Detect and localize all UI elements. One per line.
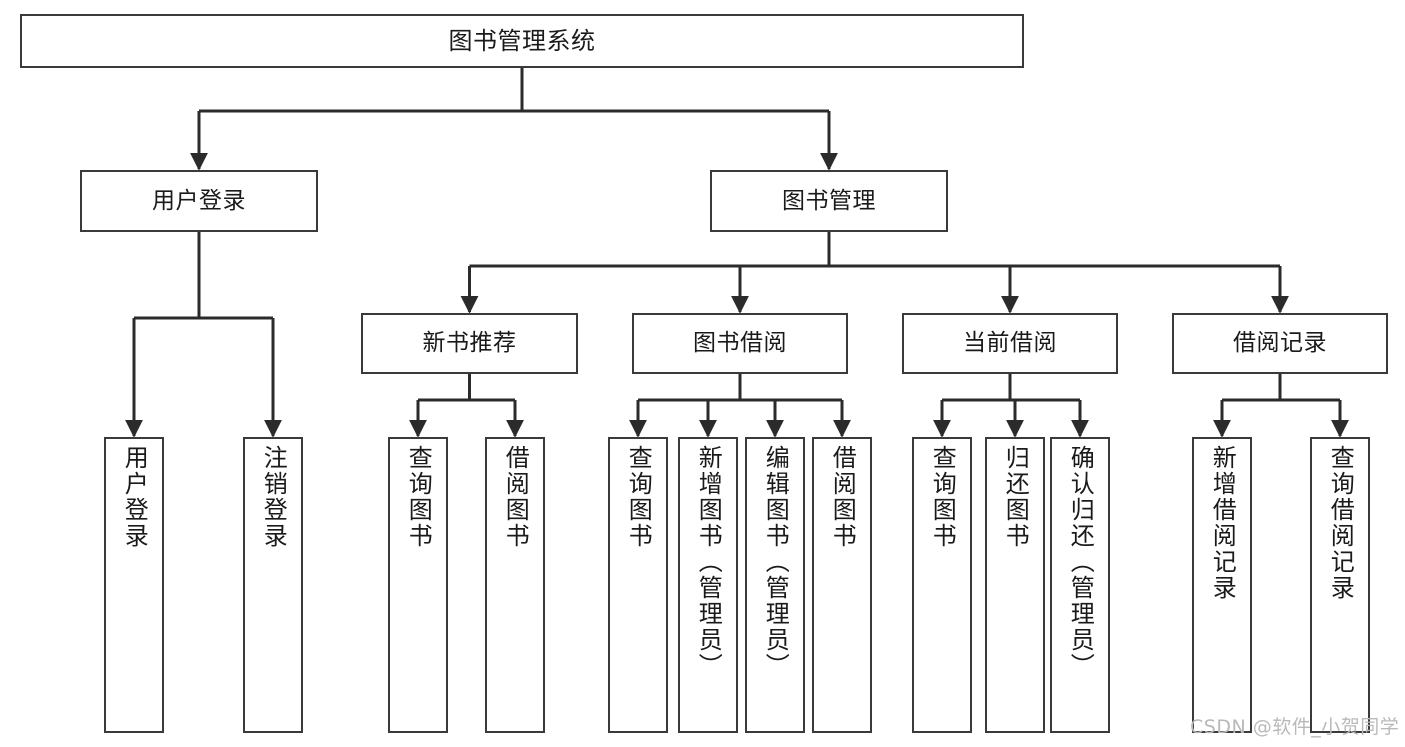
node-leaf-cb-return-book-label: 归还图书 (1001, 445, 1030, 549)
node-current-borrow-label: 当前借阅 (963, 330, 1057, 356)
node-leaf-bb-add-book-label: 新增图书（管理员） (694, 445, 723, 679)
node-leaf-nbr-query-book-label: 查询图书 (404, 445, 433, 549)
watermark: CSDN @软件_小贺同学 (1190, 716, 1400, 738)
node-leaf-cb-query-book[interactable]: 查询图书 (912, 437, 972, 733)
node-leaf-bb-add-book[interactable]: 新增图书（管理员） (678, 437, 738, 733)
node-user-login-label: 用户登录 (152, 187, 246, 214)
node-leaf-cb-return-book[interactable]: 归还图书 (985, 437, 1045, 733)
node-user-login[interactable]: 用户登录 (80, 170, 318, 232)
node-leaf-br-add-record-label: 新增借阅记录 (1208, 445, 1237, 601)
node-leaf-br-add-record[interactable]: 新增借阅记录 (1192, 437, 1252, 733)
node-leaf-br-query-record[interactable]: 查询借阅记录 (1310, 437, 1370, 733)
node-leaf-bb-edit-book-label: 编辑图书（管理员） (761, 445, 790, 679)
node-root[interactable]: 图书管理系统 (20, 14, 1024, 68)
node-book-management[interactable]: 图书管理 (710, 170, 948, 232)
node-leaf-cb-confirm-return[interactable]: 确认归还（管理员） (1050, 437, 1110, 733)
node-new-book-recommendation-label: 新书推荐 (422, 330, 517, 356)
node-book-management-label: 图书管理 (782, 187, 876, 214)
node-leaf-logout[interactable]: 注销登录 (243, 437, 303, 733)
node-leaf-user-login[interactable]: 用户登录 (104, 437, 164, 733)
node-leaf-bb-edit-book[interactable]: 编辑图书（管理员） (745, 437, 805, 733)
node-book-borrow[interactable]: 图书借阅 (632, 313, 848, 374)
node-leaf-bb-borrow-book-label: 借阅图书 (828, 445, 857, 549)
node-leaf-br-query-record-label: 查询借阅记录 (1326, 445, 1355, 601)
node-new-book-recommendation[interactable]: 新书推荐 (361, 313, 578, 374)
node-leaf-bb-query-book-label: 查询图书 (624, 445, 653, 549)
node-leaf-nbr-query-book[interactable]: 查询图书 (388, 437, 448, 733)
node-leaf-bb-borrow-book[interactable]: 借阅图书 (812, 437, 872, 733)
node-current-borrow[interactable]: 当前借阅 (902, 313, 1118, 374)
node-leaf-nbr-borrow-book[interactable]: 借阅图书 (485, 437, 545, 733)
node-book-borrow-label: 图书借阅 (693, 330, 787, 356)
node-borrow-record[interactable]: 借阅记录 (1172, 313, 1388, 374)
node-leaf-bb-query-book[interactable]: 查询图书 (608, 437, 668, 733)
node-leaf-cb-query-book-label: 查询图书 (928, 445, 957, 549)
node-borrow-record-label: 借阅记录 (1233, 330, 1327, 356)
node-leaf-nbr-borrow-book-label: 借阅图书 (501, 445, 530, 549)
node-root-label: 图书管理系统 (448, 27, 596, 55)
node-leaf-cb-confirm-return-label: 确认归还（管理员） (1066, 445, 1095, 679)
node-leaf-user-login-label: 用户登录 (120, 445, 149, 549)
node-leaf-logout-label: 注销登录 (259, 445, 288, 549)
